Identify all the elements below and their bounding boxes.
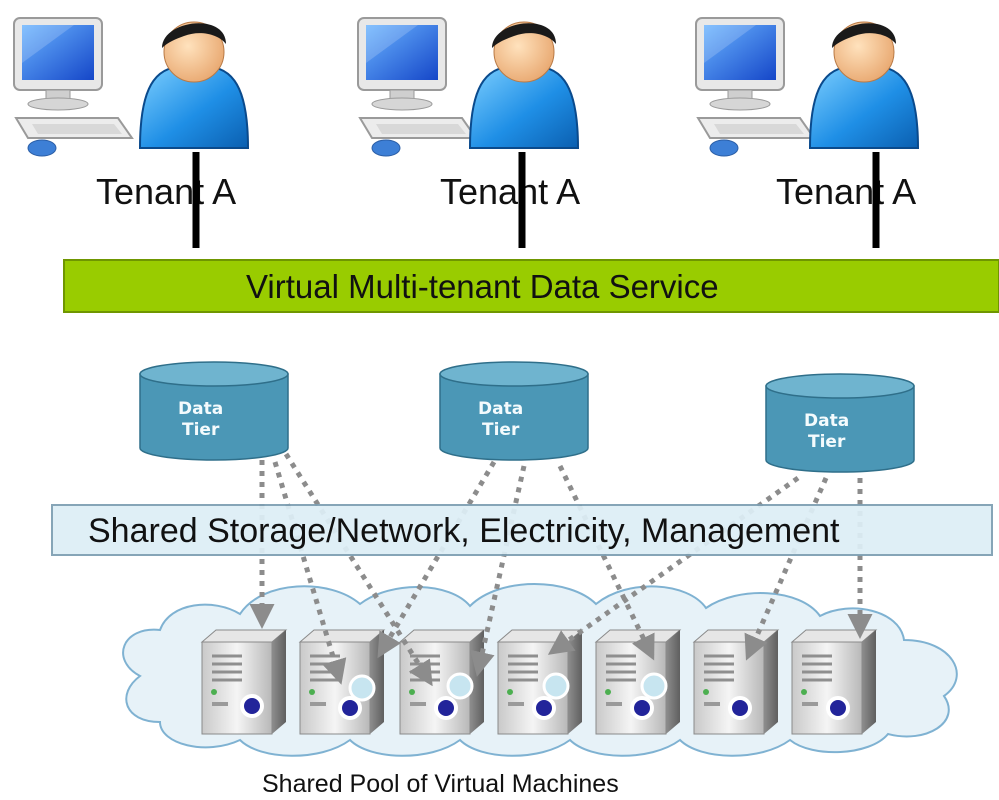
vm-badge-light bbox=[542, 672, 570, 700]
tenant-label: Tenant A bbox=[776, 171, 916, 212]
vm-server-2 bbox=[298, 628, 386, 736]
tenant-3 bbox=[695, 17, 919, 157]
tenant-1 bbox=[13, 17, 249, 157]
data-tier-label: Data bbox=[178, 399, 223, 419]
allocation-arrow bbox=[283, 452, 433, 687]
vm-badge-light bbox=[640, 672, 668, 700]
computer-icon bbox=[13, 17, 133, 157]
data-tier-3: Data Tier bbox=[765, 373, 915, 473]
shared-resources-bar bbox=[51, 504, 993, 556]
vm-server-1 bbox=[200, 628, 288, 736]
person-icon bbox=[139, 21, 249, 149]
vm-server-6 bbox=[692, 628, 780, 736]
vm-server-3 bbox=[398, 628, 486, 736]
service-bar-label: Virtual Multi-tenant Data Service bbox=[246, 268, 719, 305]
data-tier-2: Data Tier bbox=[439, 361, 589, 461]
tenant-2 bbox=[357, 17, 579, 157]
tenant-label: Tenant A bbox=[440, 171, 580, 212]
allocation-arrow bbox=[272, 461, 347, 685]
vm-server-5 bbox=[594, 628, 682, 736]
vm-badge-light bbox=[348, 674, 376, 702]
data-tier-label: Tier bbox=[808, 432, 846, 452]
data-tier-1: Data Tier bbox=[139, 361, 289, 461]
computer-icon bbox=[357, 17, 477, 157]
data-tier-label: Tier bbox=[182, 420, 220, 440]
data-tier-label: Tier bbox=[482, 420, 520, 440]
allocation-arrow bbox=[557, 464, 655, 661]
vm-pool-caption: Shared Pool of Virtual Machines bbox=[262, 770, 619, 798]
vm-server-4 bbox=[496, 628, 584, 736]
allocation-arrow bbox=[377, 460, 497, 659]
shared-resources-label: Shared Storage/Network, Electricity, Man… bbox=[88, 512, 840, 550]
service-bar bbox=[63, 259, 999, 313]
data-tier-label: Data bbox=[478, 399, 523, 419]
vm-server-7 bbox=[790, 628, 878, 736]
computer-icon bbox=[695, 17, 815, 157]
person-icon bbox=[809, 21, 919, 149]
data-tier-label: Data bbox=[804, 411, 849, 431]
allocation-arrow bbox=[470, 465, 527, 677]
tenant-label: Tenant A bbox=[96, 171, 236, 212]
person-icon bbox=[469, 21, 579, 149]
vm-badge-light bbox=[446, 672, 474, 700]
